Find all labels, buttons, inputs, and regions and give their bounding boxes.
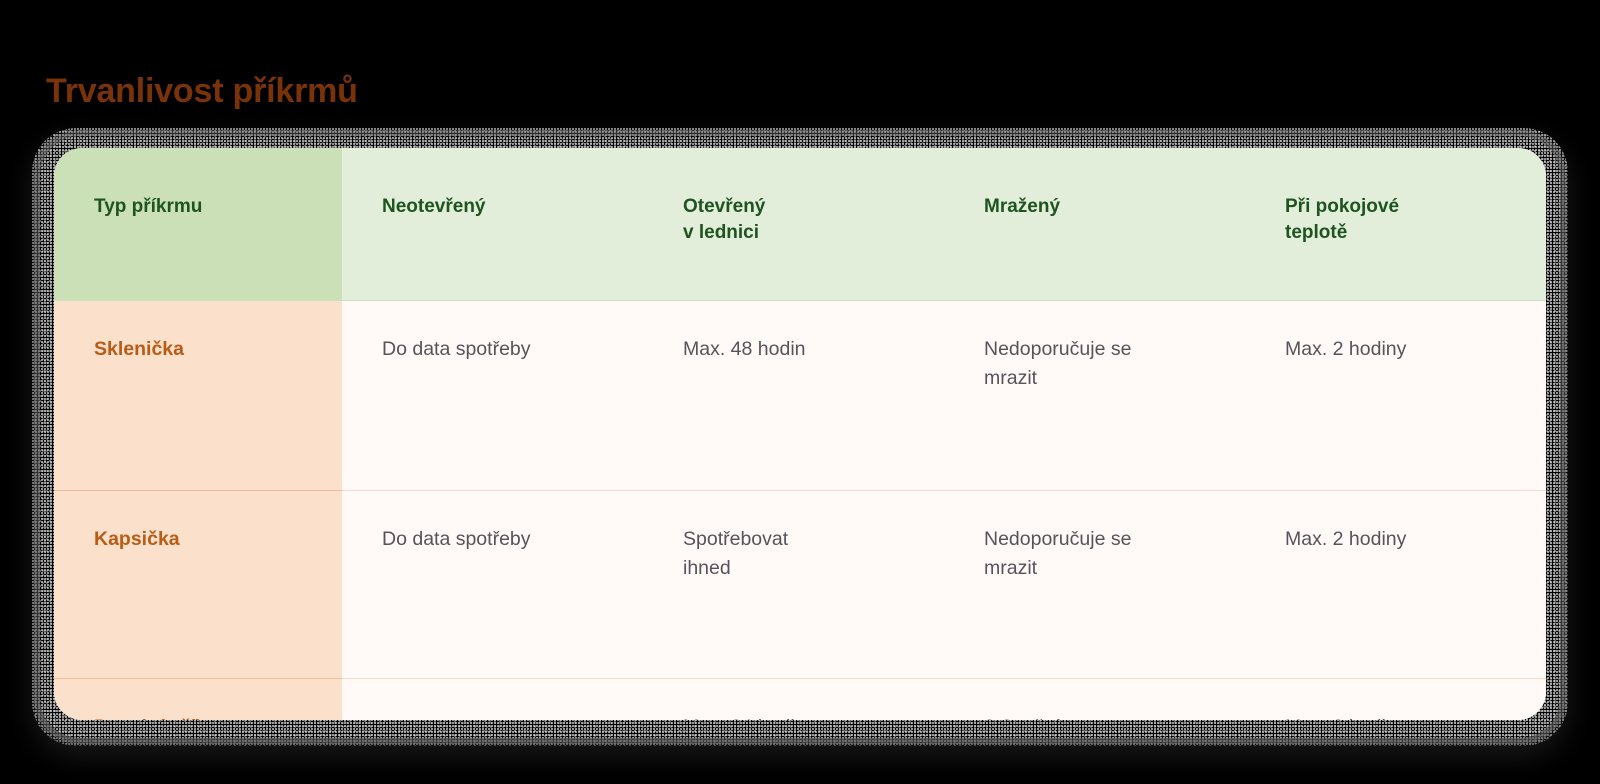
cell-line-1: Max. 24 hodin [683, 713, 910, 721]
row-label-sklenicka: Sklenička [54, 300, 342, 490]
cell-kapsicka-opened-fridge: Spotřebovat ihned [643, 489, 944, 678]
cell-sklenicka-opened-fridge: Max. 48 hodin [643, 300, 944, 490]
table-row: Domácí příkrm — Max. 24 hodin 2-3 měsíce… [54, 677, 1546, 721]
cell-sklenicka-unopened: Do data spotřeby [342, 300, 643, 490]
cell-domaci-unopened: — [342, 677, 643, 721]
table-row: Sklenička Do data spotřeby Max. 48 hodin… [54, 300, 1546, 490]
cell-line-1: 2-3 měsíce [984, 713, 1211, 721]
cell-line-2: mrazit [984, 367, 1038, 390]
row-label-domaci-prikrm: Domácí příkrm [54, 677, 342, 720]
cell-sklenicka-frozen: Nedoporučuje se mrazit [944, 300, 1245, 490]
cell-line-1: Max. 2 hodiny [1285, 713, 1512, 721]
column-header-opened-fridge: Otevřený v lednici [643, 148, 944, 301]
column-header-frozen-line1: Mražený [984, 196, 1061, 217]
cell-line-1: Do data spotřeby [382, 527, 531, 550]
cell-line-2: ihned [683, 557, 731, 580]
row-label-kapsicka: Kapsička [54, 489, 342, 678]
column-header-opened-fridge-line1: Otevřený [683, 196, 766, 217]
cell-kapsicka-frozen: Nedoporučuje se mrazit [944, 489, 1245, 678]
cell-line-1: Do data spotřeby [382, 337, 531, 360]
column-header-room-temp-line2: teplotě [1285, 222, 1348, 244]
table-body: Sklenička Do data spotřeby Max. 48 hodin… [54, 300, 1546, 720]
table-header: Typ příkrmu Neotevřený Otevřený v lednic… [54, 148, 1546, 301]
column-header-type-line1: Typ příkrmu [94, 196, 203, 217]
cell-kapsicka-unopened: Do data spotřeby [342, 489, 643, 678]
cell-line-1: Max. 48 hodin [683, 337, 806, 360]
column-header-frozen: Mražený [944, 148, 1245, 301]
cell-domaci-opened-fridge: Max. 24 hodin [643, 677, 944, 721]
cell-line-1: Max. 2 hodiny [1285, 337, 1407, 360]
cell-domaci-room-temp: Max. 2 hodiny [1245, 677, 1546, 721]
cell-line-1: Nedoporučuje se [984, 337, 1132, 360]
column-header-unopened-line1: Neotevřený [382, 196, 486, 217]
page-title: Trvanlivost příkrmů [46, 71, 358, 110]
table-card: Typ příkrmu Neotevřený Otevřený v lednic… [54, 148, 1546, 720]
table-row: Kapsička Do data spotřeby Spotřebovat ih… [54, 489, 1546, 678]
shelf-life-table: Typ příkrmu Neotevřený Otevřený v lednic… [54, 148, 1546, 720]
cell-line-1: Nedoporučuje se [984, 527, 1132, 550]
cell-sklenicka-room-temp: Max. 2 hodiny [1245, 300, 1546, 490]
column-header-unopened: Neotevřený [342, 148, 643, 301]
column-header-type: Typ příkrmu [54, 148, 342, 301]
cell-line-2: mrazit [984, 557, 1038, 580]
cell-line-1: Spotřebovat [683, 527, 789, 550]
column-header-room-temp: Při pokojové teplotě [1245, 148, 1546, 301]
column-header-room-temp-line1: Při pokojové [1285, 196, 1400, 217]
cell-line-1: Max. 2 hodiny [1285, 527, 1407, 550]
cell-kapsicka-room-temp: Max. 2 hodiny [1245, 489, 1546, 678]
cell-domaci-frozen: 2-3 měsíce [944, 677, 1245, 721]
table-header-row: Typ příkrmu Neotevřený Otevřený v lednic… [54, 148, 1546, 301]
table-card-wrapper: Typ příkrmu Neotevřený Otevřený v lednic… [32, 128, 1568, 746]
cell-line-1: — [382, 713, 609, 721]
column-header-opened-fridge-line2: v lednici [683, 222, 760, 244]
